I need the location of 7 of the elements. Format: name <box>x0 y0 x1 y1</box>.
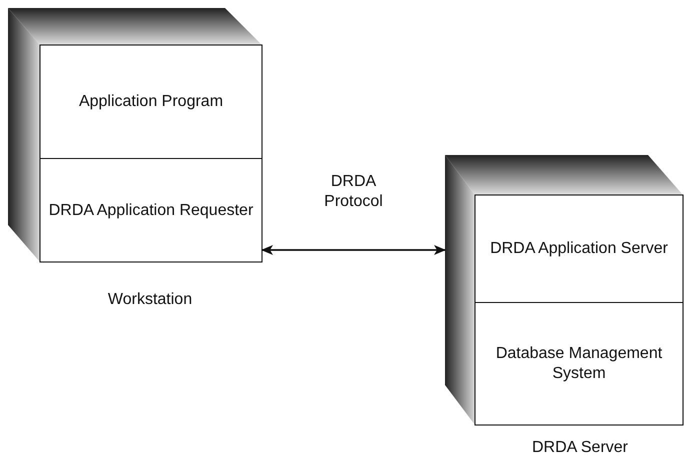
layer-label: DRDA Application Server <box>490 238 668 258</box>
block-caption: DRDA Server <box>530 438 630 458</box>
layer-label: Database Management System <box>494 344 664 384</box>
arrow <box>261 245 446 255</box>
block-caption: Workstation <box>106 290 194 310</box>
layer-label: Application Program <box>78 92 224 112</box>
layer-label: DRDA Application Requester <box>48 200 254 220</box>
